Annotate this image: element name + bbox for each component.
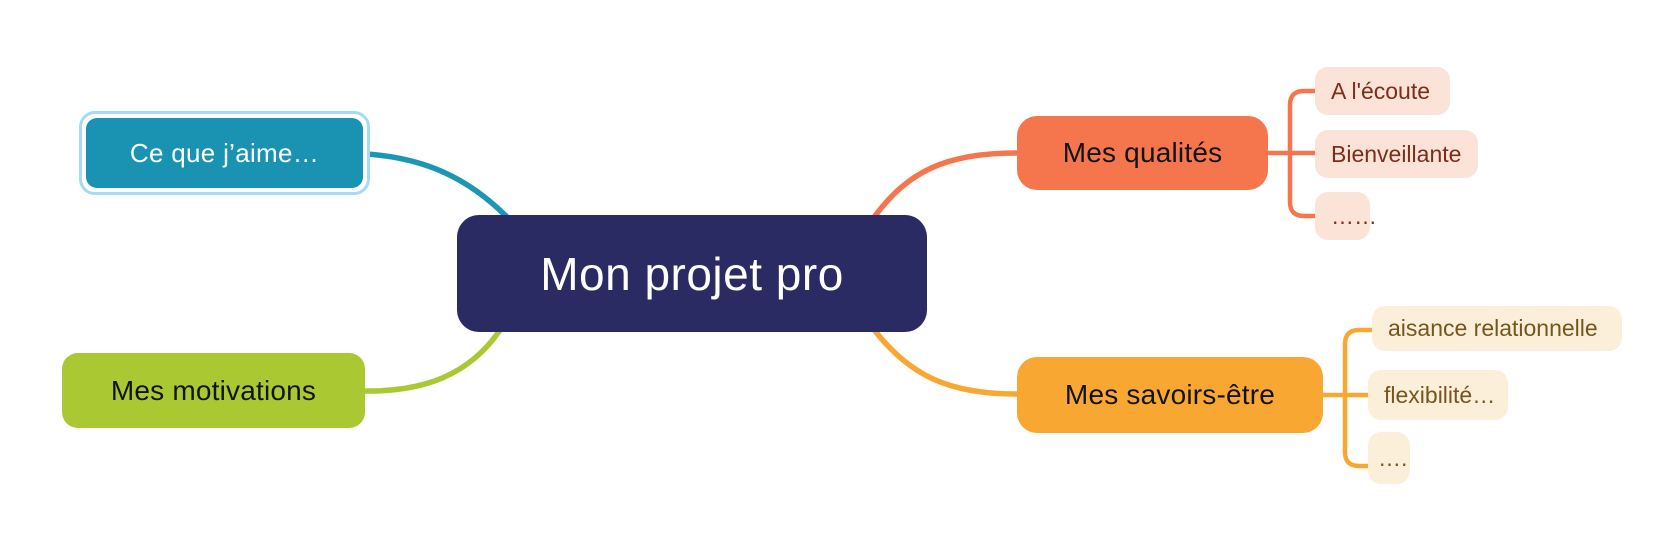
child-node-label: …… xyxy=(1331,202,1377,229)
node-label: Ce que j’aime… xyxy=(129,137,320,168)
node-label: Mes motivations xyxy=(110,374,317,406)
child-node-label: …. xyxy=(1378,444,1408,471)
child-node-label: Bienveillante xyxy=(1331,140,1462,167)
child-node-flexibilite[interactable]: flexibilité… xyxy=(1368,370,1508,420)
connector-center-to-ce-que-jaime xyxy=(363,151,510,220)
child-node-label: A l'écoute xyxy=(1331,77,1431,104)
child-node-qualites-dots[interactable]: …… xyxy=(1315,192,1377,240)
node-mes-savoirs-etre[interactable]: Mes savoirs-être xyxy=(1017,357,1323,433)
node-mon-projet-pro[interactable]: Mon projet pro xyxy=(457,215,927,332)
connector-center-to-motivations xyxy=(361,327,503,394)
center-node-label: Mon projet pro xyxy=(540,247,844,300)
connector-center-to-qualites xyxy=(872,150,1019,219)
node-label: Mes qualités xyxy=(1062,137,1223,168)
connector-center-to-savoirs xyxy=(872,328,1019,397)
node-ce-que-jaime[interactable]: Ce que j’aime… xyxy=(86,118,363,188)
child-node-savoirs-dots[interactable]: …. xyxy=(1368,432,1410,484)
child-node-bienveillante[interactable]: Bienveillante xyxy=(1315,130,1478,178)
connector-qualites-children xyxy=(1263,88,1319,219)
child-node-label: aisance relationnelle xyxy=(1388,315,1598,341)
child-node-aisance-relationnelle[interactable]: aisance relationnelle xyxy=(1372,306,1622,351)
connector-savoirs-children xyxy=(1318,327,1376,469)
node-mes-motivations[interactable]: Mes motivations xyxy=(62,353,365,428)
child-node-a-lecoute[interactable]: A l'écoute xyxy=(1315,67,1450,115)
node-mes-qualites[interactable]: Mes qualités xyxy=(1017,116,1268,190)
child-node-label: flexibilité… xyxy=(1384,381,1496,408)
selection-ring: Ce que j’aime… xyxy=(79,111,370,195)
node-label: Mes savoirs-être xyxy=(1064,379,1276,410)
